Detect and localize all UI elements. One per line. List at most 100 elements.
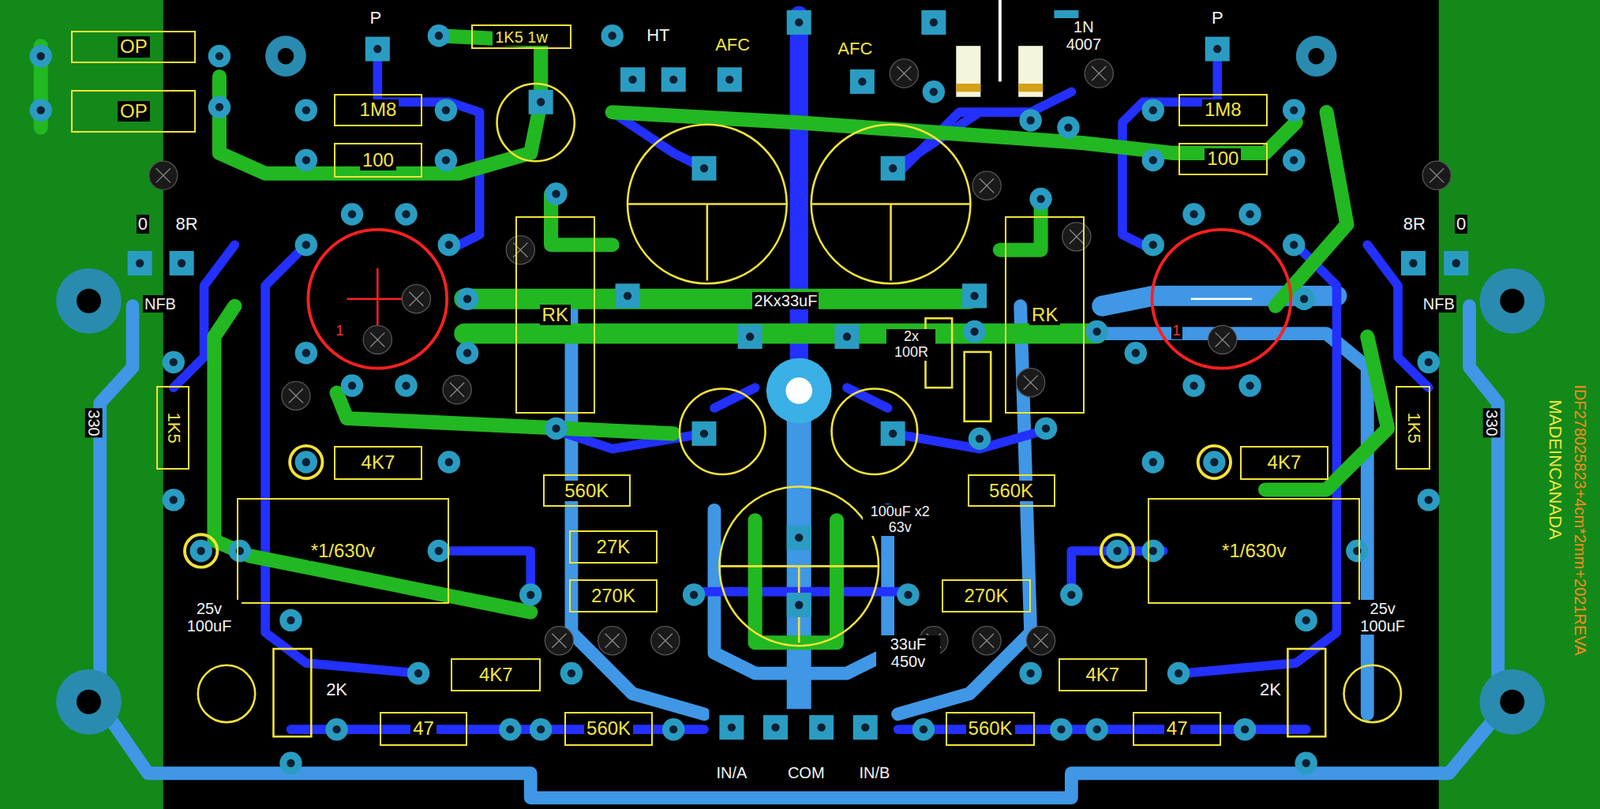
trace [790, 14, 809, 368]
silkscreen-label: 8R [1401, 214, 1428, 234]
part-value: 100 [359, 149, 397, 171]
x-pads [149, 59, 1452, 656]
silkscreen-label: 8R [174, 214, 200, 234]
silkscreen-label: NFB [1421, 295, 1457, 313]
trace [438, 550, 1164, 593]
trace [1265, 337, 1388, 491]
silkscreen-label: P [1210, 8, 1226, 28]
component-outline: 100 [1178, 142, 1267, 176]
pads [29, 10, 1469, 775]
component-outline: 560K [945, 711, 1035, 746]
part-value: OP [117, 36, 150, 57]
component-outline: 4K7 [450, 658, 541, 693]
part-value: 560K [584, 718, 634, 739]
silkscreen-label: 25v 100uF [176, 599, 242, 635]
component-outline: RK [1004, 216, 1085, 413]
component-outline: OP [71, 30, 196, 64]
component-outline: 560K [967, 474, 1056, 507]
capacitor-outline [198, 665, 255, 723]
component-outline: 270K [941, 579, 1031, 612]
part-value: 100 [1204, 148, 1241, 169]
part-value: 560K [966, 718, 1016, 739]
component-outline: 560K [564, 711, 653, 746]
trace [265, 244, 419, 674]
trace [755, 520, 837, 643]
part-value: 4K7 [476, 664, 516, 686]
pin-marker: 1 [333, 323, 345, 340]
component-outline: 1K5 [156, 385, 191, 470]
part-value: 1K5 1w [492, 28, 551, 46]
part-value: 4K7 [1082, 664, 1122, 686]
component-outline: 47 [1132, 711, 1222, 746]
silkscreen-label: IN/A [714, 764, 749, 782]
silkscreen-label: 2Kx33uF [752, 292, 819, 310]
component-outline: 4K7 [1240, 445, 1329, 480]
trace [571, 306, 705, 715]
silkscreen-label: HT [644, 26, 671, 45]
socket-outline [1151, 229, 1291, 369]
pin-marker: 1 [1171, 323, 1183, 340]
part-value: RK [539, 304, 571, 326]
part-value: OP [117, 101, 150, 122]
component-outline: 100 [333, 142, 423, 178]
part-value: *1/630v [308, 540, 378, 562]
component-outline: 4K7 [1058, 658, 1147, 693]
part-value: 1K5 [163, 409, 183, 446]
silkscreen-label: 0 [1454, 214, 1468, 234]
silkscreen-label: 33uF 450v [876, 635, 941, 671]
silkscreen-label: 25v 100uF [1350, 599, 1416, 635]
silkscreen-label: 100uF x2 63v [862, 504, 937, 536]
socket-outline [307, 229, 447, 369]
trace [337, 393, 675, 435]
part-value: 47 [1164, 718, 1191, 739]
component-outline: *1/630v [1147, 498, 1361, 604]
light-blue-traces [100, 296, 1499, 799]
component-outline: 1K5 [1395, 385, 1431, 470]
silkscreen-label: AFC [713, 35, 752, 55]
mounting-holes [56, 35, 1545, 735]
component-outline: RK [515, 216, 596, 413]
silkscreen-label: IDF278025823+4cm*2mm+2021REVA [1570, 383, 1589, 658]
trace [1097, 333, 1368, 715]
part-value: 270K [588, 585, 638, 607]
component-outline: 1K5 1w [471, 24, 572, 49]
trace [100, 306, 1499, 799]
trace [213, 306, 531, 613]
silkscreen-label: COM [786, 764, 827, 782]
part-value: 560K [562, 480, 611, 502]
part-value: 1K5 [1403, 409, 1423, 446]
silkscreen-label: IN/B [857, 764, 892, 782]
trace [464, 323, 1097, 345]
diodes [955, 0, 1043, 98]
trace [612, 112, 1297, 154]
component-outline: 1M8 [333, 93, 423, 127]
capacitor-outline [831, 388, 919, 475]
component-outline: *1/630v [236, 498, 450, 604]
silkscreen-label: 1N 4007 [1053, 18, 1113, 53]
component-outline: 560K [543, 474, 631, 507]
component-outline: 47 [379, 711, 468, 746]
part-value: 1M8 [357, 99, 400, 120]
silkscreen-label: 0 [136, 214, 150, 234]
part-value: 560K [986, 480, 1036, 502]
silkscreen-label: P [367, 8, 383, 28]
silkscreen-label: 2x 100R [886, 329, 936, 361]
trace [219, 35, 541, 173]
trace [290, 724, 705, 735]
capacitor-outline [679, 388, 766, 475]
part-value: 1M8 [1202, 99, 1245, 120]
part-value: RK [1029, 304, 1061, 326]
part-value: 4K7 [1265, 452, 1304, 473]
silkscreen-label: 2K [324, 680, 349, 700]
capacitor-outline [719, 487, 879, 647]
component-outline: 4K7 [333, 445, 423, 480]
tube-sockets [307, 229, 1291, 369]
component-outline: OP [71, 89, 196, 133]
silkscreen-label: MADEINCANADA [1545, 397, 1565, 541]
trace [1184, 244, 1338, 674]
component-outline: 27K [569, 530, 657, 563]
component-outline: 270K [569, 579, 657, 612]
